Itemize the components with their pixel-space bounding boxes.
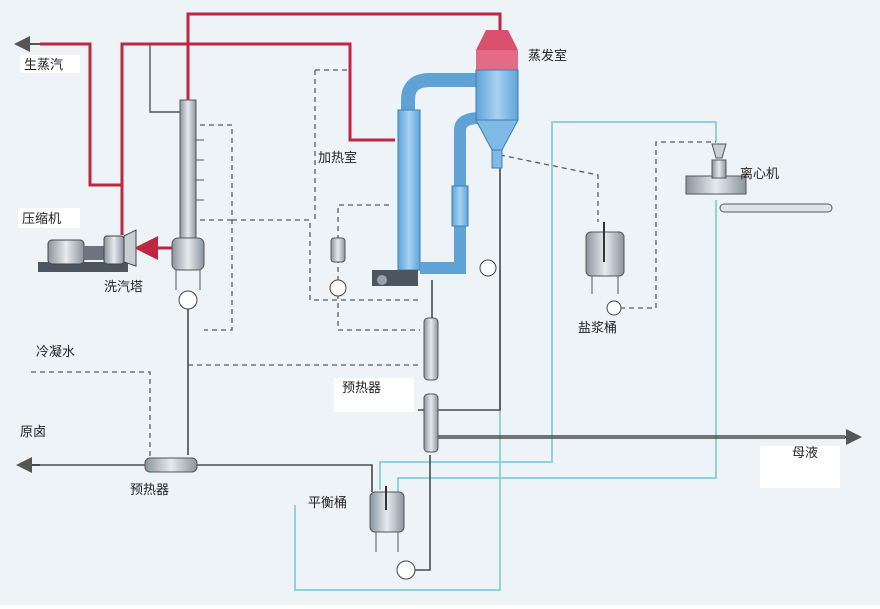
heating-chamber-label: 加热室 <box>318 150 357 166</box>
small-tank <box>329 237 347 297</box>
balance-tank-label: 平衡桶 <box>308 496 347 511</box>
labels: 生蒸汽 压缩机 洗汽塔 冷凝水 原卤 预热器 平衡桶 加热室 蒸发室 预热器 盐… <box>18 48 840 511</box>
preheater-center <box>423 317 439 453</box>
raw-steam-label: 生蒸汽 <box>24 58 63 73</box>
brine-lines <box>294 121 717 591</box>
washing-tower <box>171 99 205 310</box>
mother-liquor-label: 母液 <box>792 446 818 461</box>
evaporation-chamber-label: 蒸发室 <box>528 48 567 64</box>
salt-slurry-tank <box>585 222 625 316</box>
preheater-left-label: 预热器 <box>130 483 169 498</box>
raw-brine-label: 原卤 <box>20 424 46 440</box>
centrifuge <box>685 143 833 213</box>
condensate-label: 冷凝水 <box>36 344 75 360</box>
evaporator-system <box>372 30 519 286</box>
compressor <box>38 229 137 272</box>
compressor-label: 压缩机 <box>22 211 61 227</box>
salt-slurry-tank-label: 盐浆桶 <box>578 321 617 336</box>
process-lines <box>40 160 845 571</box>
steam-lines <box>40 12 502 235</box>
centrifuge-label: 离心机 <box>740 166 779 182</box>
balance-tank <box>369 486 416 580</box>
preheater-center-label: 预热器 <box>342 381 381 396</box>
preheater-left <box>144 457 198 473</box>
washing-tower-label: 洗汽塔 <box>104 280 143 295</box>
dashed-lines <box>30 69 716 465</box>
